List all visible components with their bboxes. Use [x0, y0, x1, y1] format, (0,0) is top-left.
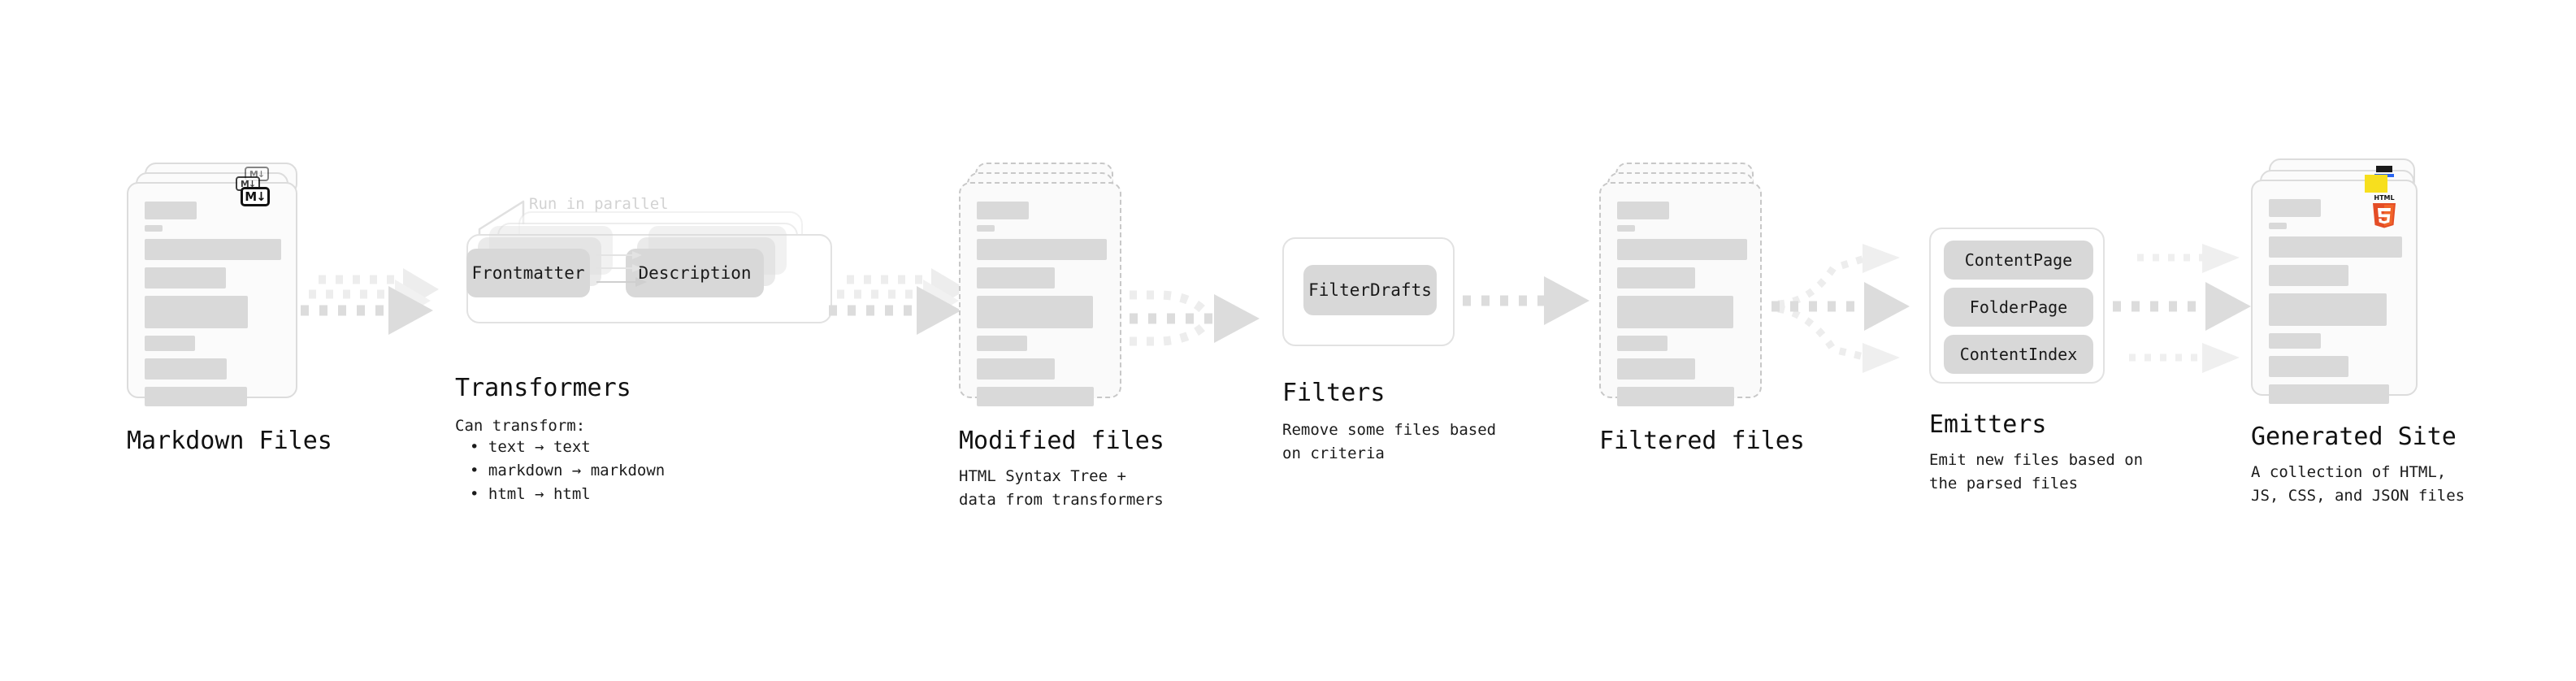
connector-emitters-to-site: [2113, 244, 2251, 373]
javascript-icon: [2365, 175, 2387, 193]
html5-icon: HTML: [2373, 194, 2396, 228]
connector-transformers-to-modified: [829, 268, 967, 335]
content-line: [2269, 356, 2348, 377]
content-line: [2269, 199, 2321, 217]
connector-markdown-to-transformers: [301, 268, 439, 335]
filters-subtitle: Remove some files based on criteria: [1282, 421, 1497, 462]
content-line: [1617, 202, 1669, 219]
content-line: [2269, 293, 2387, 326]
run-in-parallel-label: Run in parallel: [529, 195, 669, 213]
transformers-subtitle: Can transform:: [455, 417, 586, 435]
file-content-lines: [2269, 199, 2402, 411]
emitters-title: Emitters: [1929, 410, 2047, 439]
content-line: [977, 336, 1027, 351]
content-line: [1617, 336, 1667, 351]
content-line: [2269, 384, 2389, 404]
chip-filterdrafts[interactable]: FilterDrafts: [1303, 265, 1437, 315]
transformer-card-front: Frontmatter Description: [466, 226, 832, 323]
svg-text:HTML: HTML: [2374, 194, 2394, 202]
chip-contentpage[interactable]: ContentPage: [1944, 241, 2093, 280]
filtered-files-stack: [1599, 163, 1762, 406]
content-line: [977, 267, 1055, 288]
file-card-front: [1599, 182, 1762, 406]
content-line: [1617, 225, 1635, 232]
content-line: [2269, 333, 2321, 349]
markdown-files-title: Markdown Files: [127, 427, 332, 455]
content-line: [977, 358, 1055, 380]
content-line: [977, 225, 995, 232]
content-line: [145, 336, 195, 351]
markdown-badge: M↓: [241, 187, 270, 206]
connector-filters-to-filtered: [1463, 276, 1589, 325]
file-card-front: [959, 182, 1121, 406]
content-line: [145, 296, 248, 328]
generated-site-stack: HTML: [2251, 158, 2418, 404]
transformers-bullet-2: • html → html: [470, 485, 591, 503]
connector-filtered-to-emitters: [1772, 244, 1910, 373]
content-line: [145, 239, 281, 260]
chip-frontmatter[interactable]: Frontmatter: [466, 249, 590, 297]
chip-folderpage[interactable]: FolderPage: [1944, 288, 2093, 327]
chip-contentindex[interactable]: ContentIndex: [1944, 335, 2093, 374]
transformers-title: Transformers: [455, 374, 631, 402]
content-line: [977, 202, 1029, 219]
content-line: [145, 267, 226, 288]
generated-site-title: Generated Site: [2251, 423, 2457, 451]
emitters-subtitle: Emit new files based on the parsed files: [1929, 451, 2144, 492]
content-line: [1617, 296, 1733, 328]
modified-files-subtitle: HTML Syntax Tree + data from transformer…: [959, 467, 1164, 509]
markdown-files-stack: M↓ M↓ M↓: [127, 163, 297, 406]
modified-files-title: Modified files: [959, 427, 1164, 455]
content-line: [2269, 265, 2348, 286]
content-line: [977, 239, 1107, 260]
connector-modified-to-filters: [1130, 290, 1260, 346]
content-line: [1617, 267, 1695, 288]
emitters-group: ContentPage FolderPage ContentIndex: [1929, 228, 2105, 384]
file-content-lines: [977, 202, 1107, 414]
file-content-lines: [145, 202, 281, 414]
content-line: [145, 202, 197, 219]
transformers-bullet-0: • text → text: [470, 438, 591, 456]
content-line: [145, 387, 247, 406]
content-line: [1617, 358, 1695, 380]
content-line: [2269, 223, 2287, 229]
content-line: [145, 225, 163, 232]
generated-site-subtitle: A collection of HTML, JS, CSS, and JSON …: [2251, 463, 2465, 505]
content-line: [145, 358, 227, 380]
file-content-lines: [1617, 202, 1747, 414]
filtered-files-title: Filtered files: [1599, 427, 1805, 455]
filters-title: Filters: [1282, 379, 1386, 407]
content-line: [977, 387, 1094, 406]
transformers-bullet-1: • markdown → markdown: [470, 462, 666, 479]
content-line: [977, 296, 1093, 328]
transformer-inner-arrows: [596, 251, 647, 287]
modified-files-stack: [959, 163, 1121, 406]
content-line: [1617, 239, 1747, 260]
filters-group: FilterDrafts: [1282, 237, 1455, 346]
content-line: [1617, 387, 1734, 406]
chip-description[interactable]: Description: [626, 249, 764, 297]
content-line: [2269, 236, 2402, 258]
transformers-group: Frontmatter Description: [455, 211, 837, 341]
file-card-front: [127, 182, 297, 406]
